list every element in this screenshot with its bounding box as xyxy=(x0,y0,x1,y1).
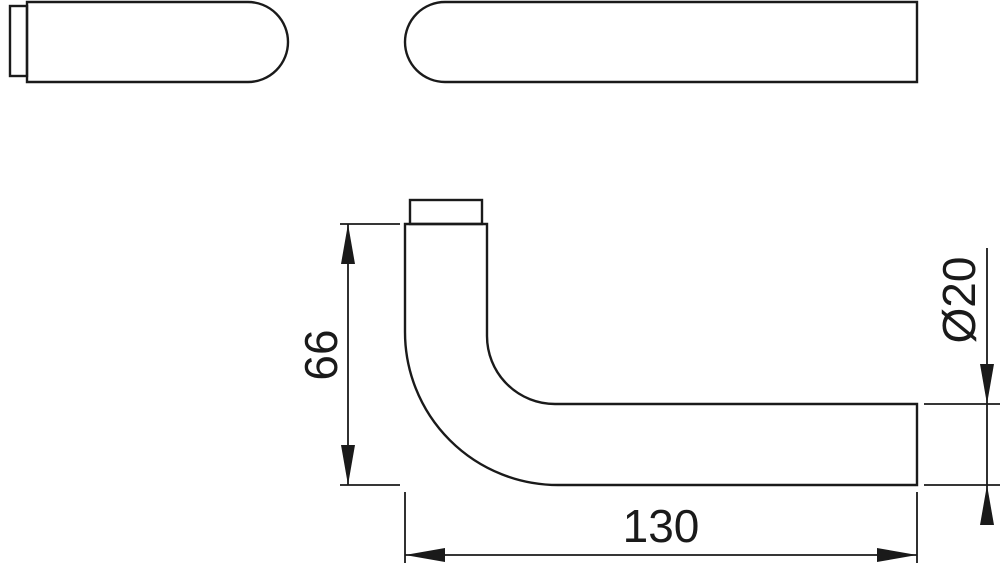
dimension-height-label: 66 xyxy=(295,329,347,380)
rose-cap xyxy=(408,198,484,226)
dimension-length-label: 130 xyxy=(623,500,700,552)
dimension-diameter-label: Ø20 xyxy=(933,257,985,344)
dimension-length: 130 xyxy=(404,492,918,563)
dimension-diameter: Ø20 xyxy=(924,248,1000,525)
dimension-height: 66 xyxy=(295,223,400,486)
side-view-lever xyxy=(403,198,919,487)
top-view-lever-part xyxy=(403,0,919,84)
top-view-short-part xyxy=(8,0,290,84)
